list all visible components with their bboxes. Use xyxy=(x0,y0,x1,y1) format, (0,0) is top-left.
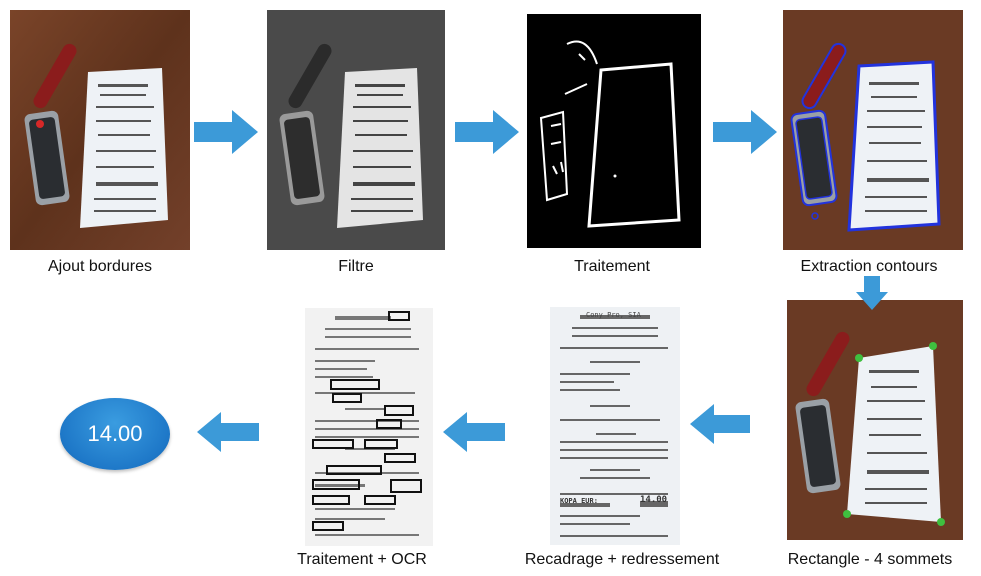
step-label-traitement: Traitement xyxy=(574,258,650,275)
result-ellipse: 14.00 xyxy=(60,398,170,470)
image-traitement xyxy=(527,14,701,248)
image-filtre xyxy=(267,10,445,250)
step-label-rectangle: Rectangle - 4 sommets xyxy=(787,551,953,568)
image-recadrage-redressement xyxy=(550,307,680,545)
step-label-recadrage: Recadrage + redressement xyxy=(524,551,720,568)
arrow-left-icon xyxy=(443,412,505,452)
image-traitement-ocr xyxy=(305,308,433,546)
arrow-right-icon xyxy=(194,110,258,154)
step-label-traitement-ocr: Traitement + OCR xyxy=(297,551,427,568)
receipt-merchant: Cony Pro, SIA xyxy=(586,311,641,319)
step-label-ajout-bordures: Ajout bordures xyxy=(47,258,153,275)
receipt-total-value: 14.00 xyxy=(640,495,668,505)
image-ajout-bordures xyxy=(10,10,190,250)
arrow-left-icon xyxy=(690,404,750,444)
receipt-total-label: KOPA EUR: xyxy=(560,497,598,505)
arrow-down-icon xyxy=(856,276,888,310)
arrow-left-icon xyxy=(197,412,259,452)
image-extraction-contours xyxy=(783,10,963,250)
step-label-filtre: Filtre xyxy=(338,258,374,275)
arrow-right-icon xyxy=(455,110,519,154)
step-label-extraction-contours: Extraction contours xyxy=(800,258,938,275)
image-rectangle-4-sommets xyxy=(787,300,963,540)
result-value: 14.00 xyxy=(87,421,143,446)
arrow-right-icon xyxy=(713,110,777,154)
